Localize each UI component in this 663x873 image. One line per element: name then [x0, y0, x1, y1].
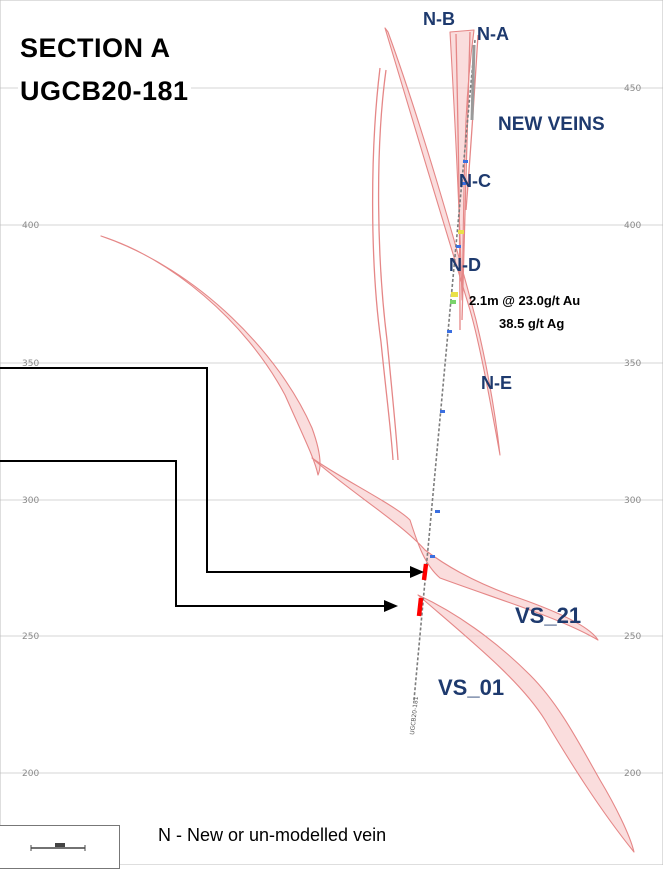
assay-line-ag: 38.5 g/t Ag: [499, 316, 564, 331]
arrowhead-upper: [410, 566, 424, 578]
elev-label-right-250: 250: [624, 632, 641, 642]
intercept-vs21: [421, 563, 429, 581]
vein-vs21: [311, 457, 599, 641]
vein-labels: N-B N-A NEW VEINS N-C N-D N-E VS_21 VS_0…: [423, 9, 605, 700]
label-n-b: N-B: [423, 9, 455, 29]
callout-arrow-lower: [0, 460, 386, 607]
assay-ticks: [430, 160, 468, 558]
arrowhead-lower: [384, 600, 398, 612]
scale-bar: [30, 843, 86, 851]
elev-label-right-400: 400: [624, 221, 641, 231]
section-title: SECTION A: [18, 33, 173, 63]
drillhole-collar-core: [470, 44, 476, 121]
vein-north-thin-1: [377, 69, 399, 461]
elev-label-left-350: 350: [22, 359, 39, 369]
drillhole: UGCB20-181: [409, 39, 476, 735]
drillhole-title: UGCB20-181: [18, 76, 191, 106]
vein-intercepts: [416, 563, 429, 617]
legend-text: N - New or un-modelled vein: [158, 825, 387, 845]
assay-line-au: 2.1m @ 23.0g/t Au: [469, 293, 580, 308]
callout-arrows: [0, 367, 424, 612]
elev-label-right-200: 200: [624, 769, 641, 779]
scale-bar-box: [0, 825, 120, 869]
vein-ne: [384, 27, 501, 456]
elevation-labels-right: 450 400 350 300 250 200: [624, 84, 641, 779]
label-new-veins: NEW VEINS: [498, 114, 605, 135]
assay-annotation: 2.1m @ 23.0g/t Au 38.5 g/t Ag: [469, 293, 580, 331]
label-n-d: N-D: [449, 255, 481, 275]
label-n-a: N-A: [477, 24, 509, 44]
intercept-vs01: [416, 597, 424, 617]
vein-nc-strand: [465, 34, 479, 211]
elev-label-left-400: 400: [22, 221, 39, 231]
elevation-labels-left: 450 400 350 300 250 200: [22, 84, 39, 779]
elev-label-left-300: 300: [22, 496, 39, 506]
elev-label-left-250: 250: [22, 632, 39, 642]
vein-shapes: [100, 27, 635, 853]
vein-nb-strand: [455, 33, 461, 331]
elev-label-left-200: 200: [22, 769, 39, 779]
elev-label-right-350: 350: [624, 359, 641, 369]
vein-vs01: [417, 594, 635, 853]
vein-west-long: [100, 235, 321, 476]
label-n-c: N-C: [459, 171, 491, 191]
drillhole-label: UGCB20-181: [409, 696, 420, 735]
label-vs-01: VS_01: [438, 675, 504, 700]
callout-arrow-upper: [0, 367, 412, 573]
drillhole-trace: [413, 39, 476, 701]
vein-north-thin-2: [371, 67, 394, 461]
label-vs-21: VS_21: [515, 603, 581, 628]
elev-label-right-300: 300: [624, 496, 641, 506]
label-n-e: N-E: [481, 373, 512, 393]
elev-label-right-450: 450: [624, 84, 641, 94]
